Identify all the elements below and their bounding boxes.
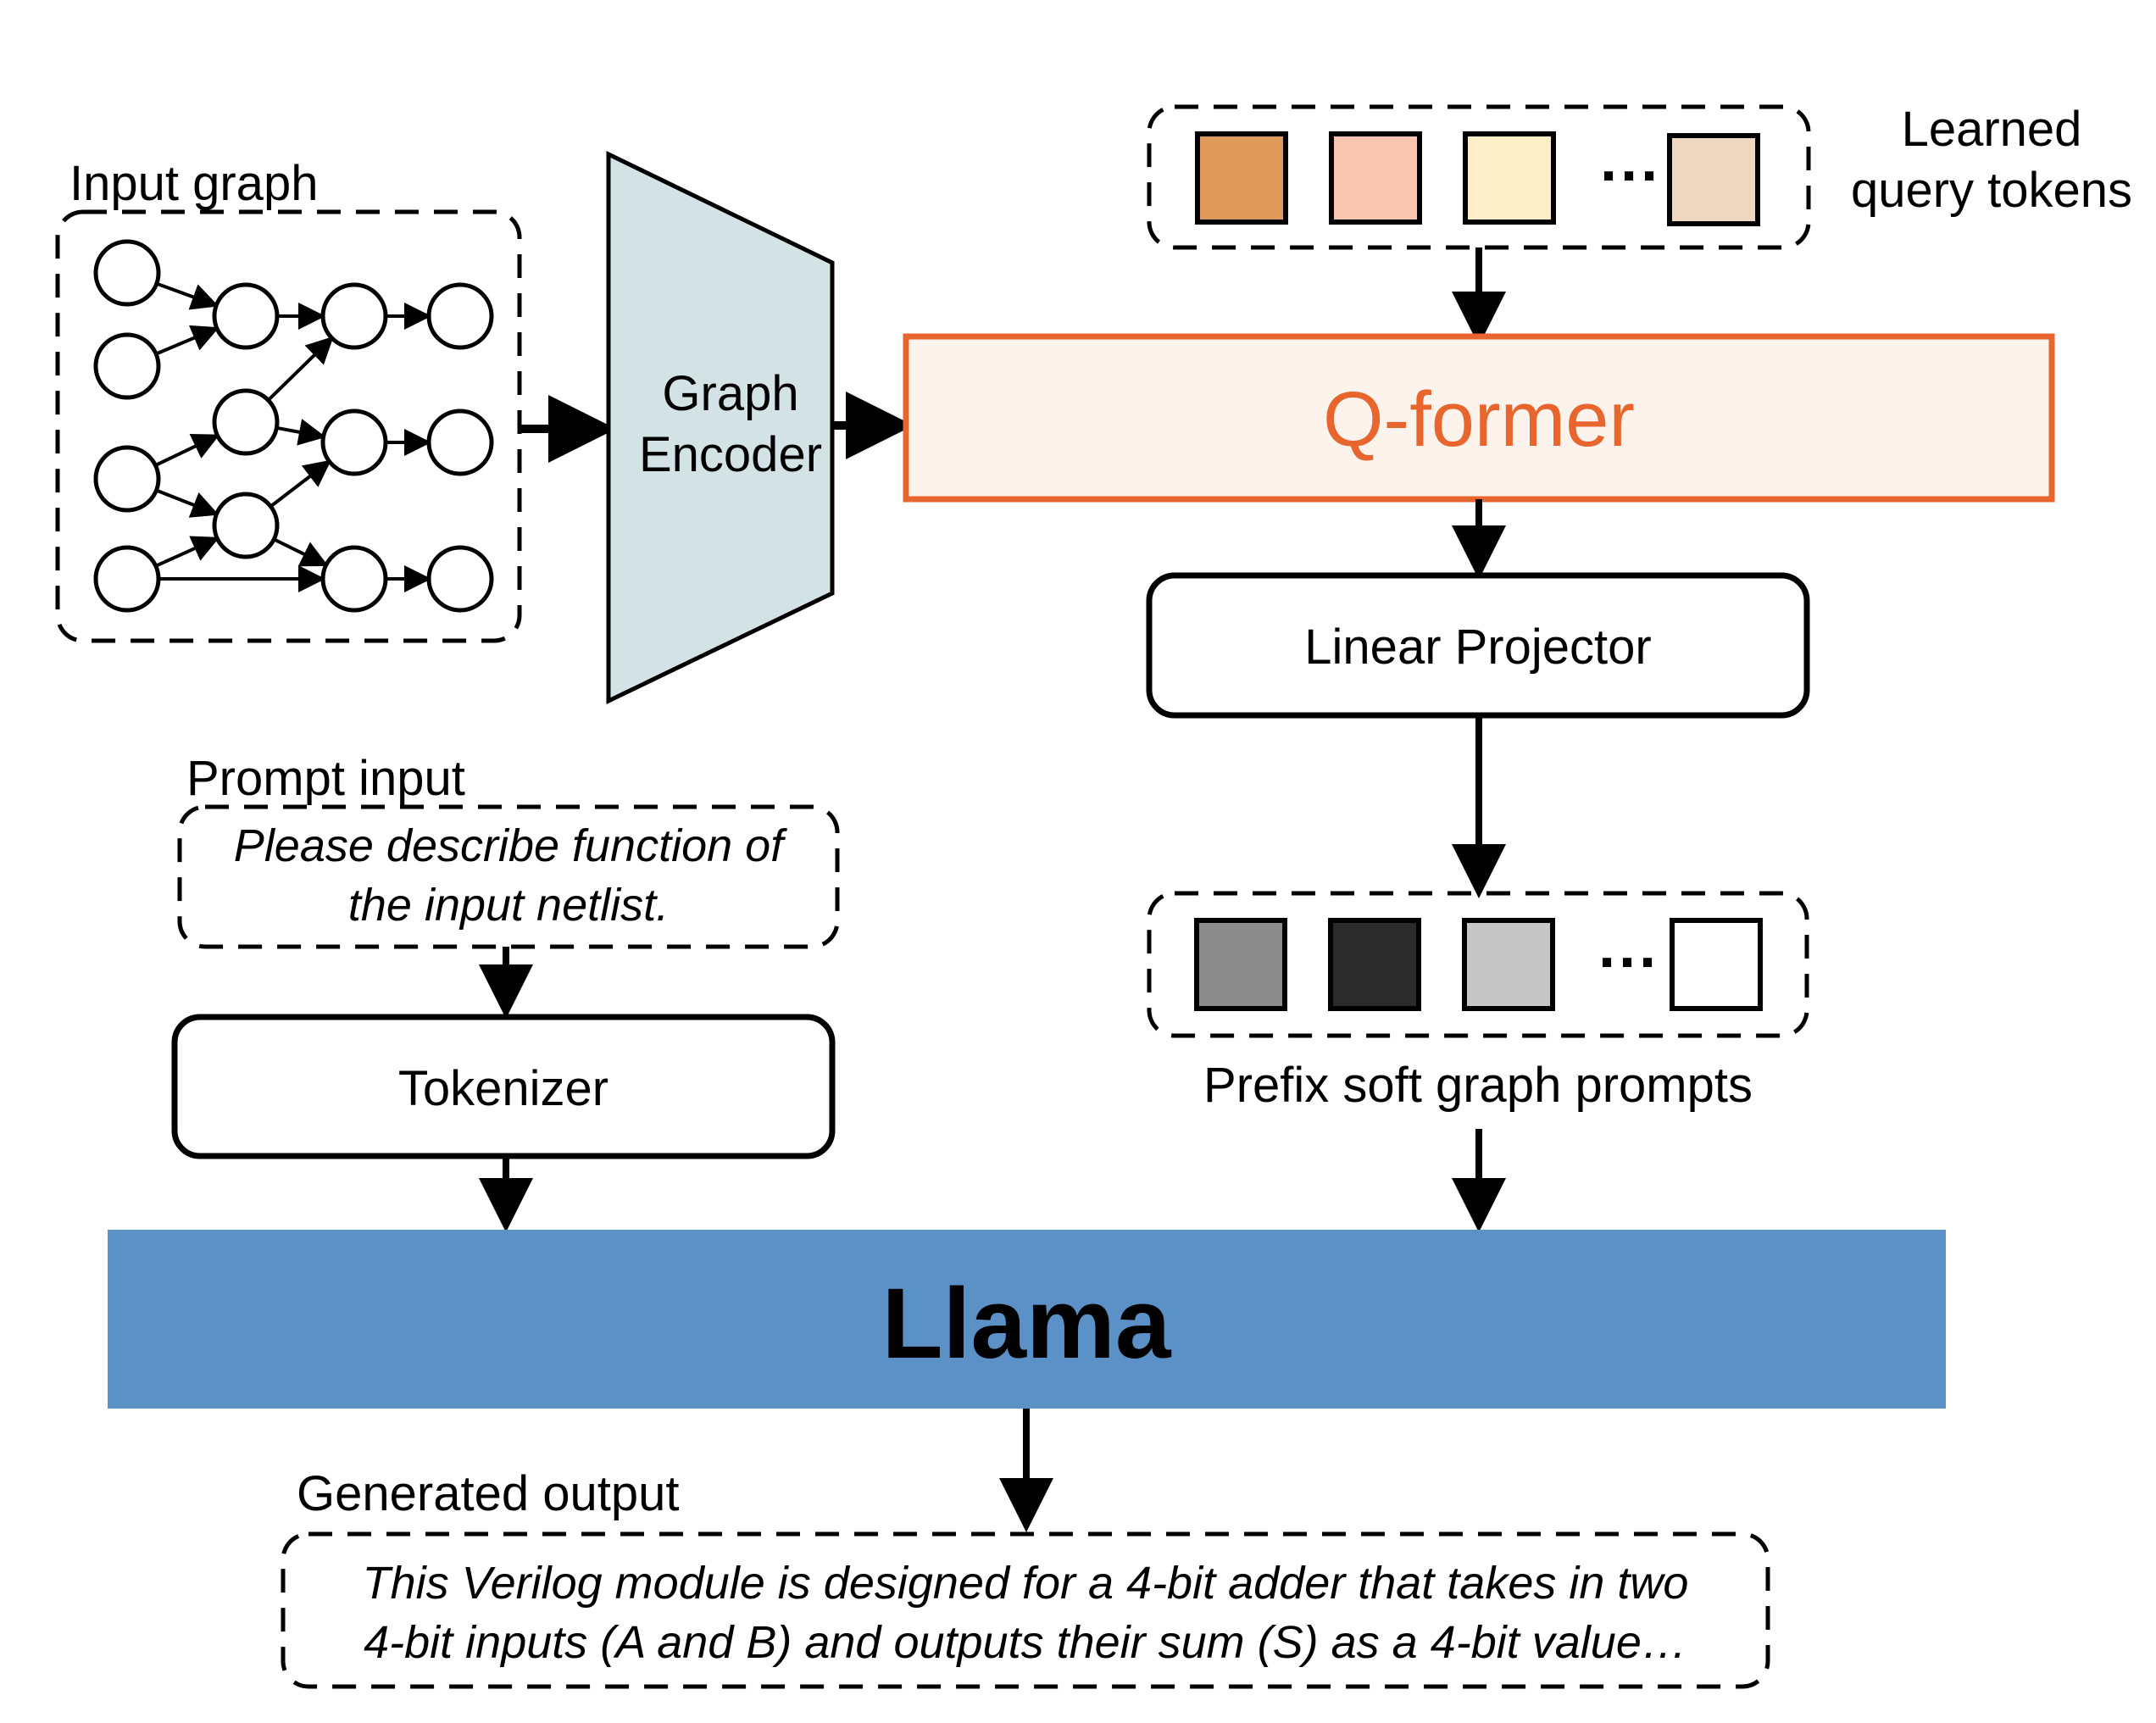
graph-node — [212, 282, 280, 350]
graph-edge — [275, 419, 326, 446]
soft-prompts-label: Prefix soft graph prompts — [1203, 1058, 1753, 1113]
graph-edges — [154, 281, 431, 592]
graph-edge — [156, 281, 219, 310]
graph-edge — [154, 434, 220, 467]
soft-prompt-1 — [1194, 918, 1287, 1011]
graph-node — [93, 445, 161, 513]
query-token-3 — [1463, 131, 1556, 225]
graph-node — [93, 239, 161, 307]
generated-output-label: Generated output — [297, 1466, 679, 1521]
graph-edge — [273, 537, 329, 567]
tokenizer-label: Tokenizer — [398, 1061, 608, 1116]
query-token-last — [1667, 133, 1760, 226]
graph-edge — [270, 459, 332, 509]
graph-encoder-label-line1: Graph — [662, 366, 798, 421]
query-token-1 — [1195, 131, 1288, 225]
generated-output-text-line1: This Verilog module is designed for a 4-… — [363, 1558, 1689, 1609]
prompt-input-text-line1: Please describe function of — [234, 820, 787, 871]
prompt-input-label: Prompt input — [186, 751, 465, 806]
input-graph-label: Input graph — [69, 156, 318, 211]
graph-node — [320, 545, 388, 613]
graph-node — [320, 409, 388, 476]
graph-node — [93, 332, 161, 400]
graph-node — [93, 545, 161, 613]
graph-edge — [155, 325, 219, 356]
query-token-2 — [1329, 131, 1422, 225]
llama-label: Llama — [881, 1268, 1171, 1380]
soft-prompt-last — [1670, 918, 1763, 1011]
graph-edge — [154, 536, 219, 568]
graph-node — [212, 388, 280, 456]
graph-node — [212, 492, 280, 559]
graph-node — [426, 545, 494, 613]
prompt-input-text-line2: the input netlist. — [348, 880, 669, 931]
generated-output-box — [281, 1531, 1770, 1689]
qformer-label: Q-former — [1323, 376, 1635, 463]
graph-nodes — [93, 239, 494, 613]
graph-node — [320, 282, 388, 350]
generated-output-text-line2: 4-bit inputs (A and B) and outputs their… — [364, 1617, 1687, 1668]
soft-prompt-3 — [1462, 918, 1555, 1011]
llama-block — [108, 1230, 1946, 1409]
graph-encoder-trapezoid — [606, 151, 835, 704]
graph-edge — [155, 488, 219, 518]
graph-encoder-label-line2: Encoder — [639, 427, 822, 482]
query-tokens-ellipsis: ··· — [1600, 142, 1661, 210]
linear-projector-label: Linear Projector — [1304, 620, 1651, 675]
graph-edge — [267, 336, 334, 402]
graph-node — [426, 282, 494, 350]
soft-prompt-2 — [1328, 918, 1421, 1011]
graph-node — [426, 409, 494, 476]
query-tokens-label-line2: query tokens — [1851, 163, 2132, 218]
query-tokens-label-line1: Learned — [1902, 102, 2082, 157]
soft-prompts-ellipsis: ··· — [1598, 929, 1659, 997]
